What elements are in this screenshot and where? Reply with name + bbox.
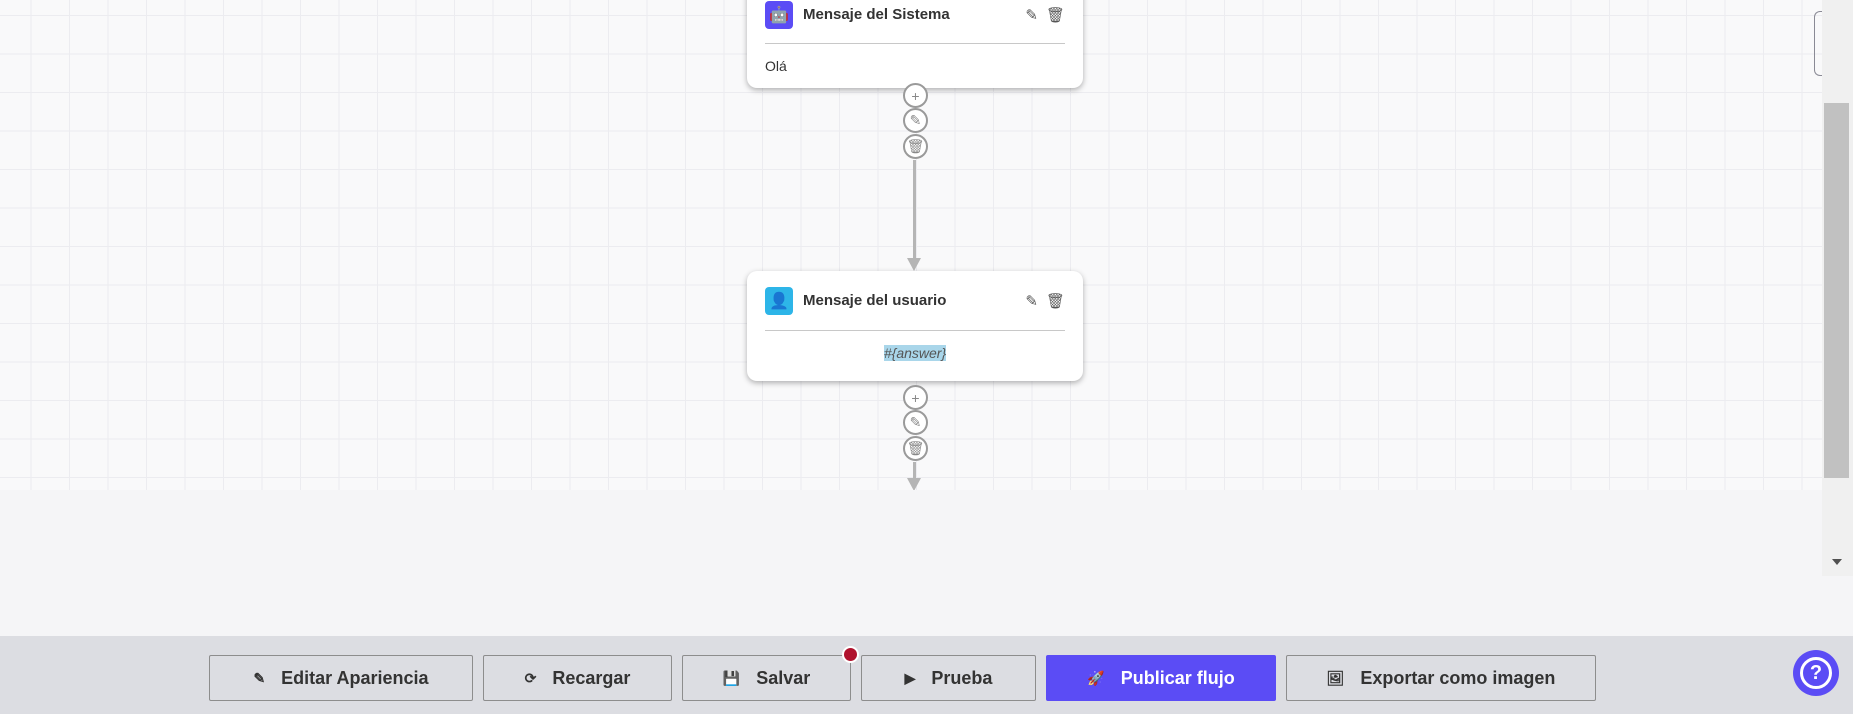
connector-arrow <box>907 258 921 271</box>
add-node-icon[interactable]: + <box>903 385 928 410</box>
node-user-message[interactable]: 👤 Mensaje del usuario ✎ 🗑 #{answer} <box>747 271 1083 381</box>
add-node-icon[interactable]: + <box>903 83 928 108</box>
test-button[interactable]: ▶ Prueba <box>861 655 1036 701</box>
unsaved-indicator <box>842 646 859 663</box>
play-icon: ▶ <box>904 669 916 686</box>
vertical-scrollbar[interactable] <box>1822 0 1853 576</box>
trash-icon[interactable]: 🗑 <box>1045 292 1065 310</box>
node-body: #{answer} <box>883 345 947 361</box>
edit-icon[interactable]: ✎ <box>1025 6 1038 24</box>
help-button[interactable]: ? <box>1793 650 1839 696</box>
question-icon: ? <box>1800 657 1832 689</box>
trash-icon[interactable]: 🗑 <box>1045 6 1065 24</box>
button-label: Publicar flujo <box>1120 667 1235 688</box>
edit-connection-icon[interactable]: ✎ <box>903 410 928 435</box>
connector-line <box>913 160 916 260</box>
publish-flow-button[interactable]: 🚀 Publicar flujo <box>1046 655 1276 701</box>
save-button[interactable]: 💾 Salvar <box>682 655 851 701</box>
connector-arrow <box>907 478 921 490</box>
connector-line <box>913 462 916 482</box>
delete-connection-icon[interactable]: 🗑 <box>903 134 928 159</box>
scrollbar-thumb[interactable] <box>1824 103 1849 478</box>
rocket-icon: 🚀 <box>1087 669 1105 686</box>
button-label: Salvar <box>756 667 811 688</box>
user-icon: 👤 <box>765 286 793 315</box>
button-label: Exportar como imagen <box>1360 667 1556 688</box>
export-image-button[interactable]: 🖼 Exportar como imagen <box>1286 655 1596 701</box>
node-system-message[interactable]: 🤖 Mensaje del Sistema ✎ 🗑 Olá <box>747 0 1083 88</box>
flow-canvas[interactable]: 🤖 Mensaje del Sistema ✎ 🗑 Olá + ✎ 🗑 👤 Me… <box>0 0 1822 490</box>
refresh-icon: ⟳ <box>524 669 537 686</box>
edit-icon: ✎ <box>253 669 266 686</box>
delete-connection-icon[interactable]: 🗑 <box>903 436 928 461</box>
node-body: Olá <box>765 58 787 74</box>
scroll-down-arrow[interactable] <box>1832 559 1842 565</box>
node-title: Mensaje del usuario <box>803 292 947 309</box>
robot-icon: 🤖 <box>765 0 793 29</box>
image-icon: 🖼 <box>1326 669 1345 686</box>
node-title: Mensaje del Sistema <box>803 6 950 23</box>
button-label: Editar Apariencia <box>281 667 429 688</box>
save-icon: 💾 <box>722 669 741 686</box>
edit-connection-icon[interactable]: ✎ <box>903 108 928 133</box>
button-label: Recargar <box>552 667 631 688</box>
button-label: Prueba <box>931 667 993 688</box>
reload-button[interactable]: ⟳ Recargar <box>483 655 672 701</box>
edit-appearance-button[interactable]: ✎ Editar Apariencia <box>209 655 473 701</box>
edit-icon[interactable]: ✎ <box>1025 292 1038 310</box>
